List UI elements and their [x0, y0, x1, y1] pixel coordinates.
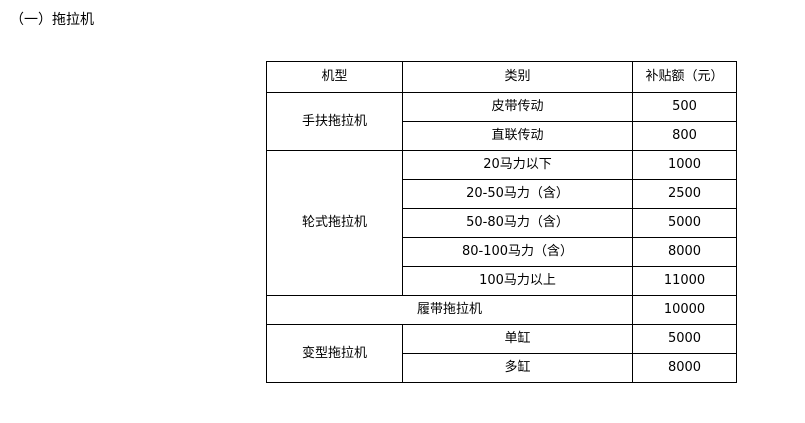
table-body: 手扶拖拉机 皮带传动 500 直联传动 800 轮式拖拉机 20马力以下 100…: [266, 92, 737, 383]
table-header-row: 机型 类别 补贴额（元）: [266, 61, 737, 93]
table-row: 履带拖拉机 10000: [266, 295, 737, 325]
tractor-subsidy-table: 机型 类别 补贴额（元） 手扶拖拉机 皮带传动 500 直联传动 800 轮式拖…: [266, 61, 737, 383]
amount-cell: 10000: [632, 295, 737, 325]
amount-cell: 11000: [632, 266, 737, 296]
amount-cell: 800: [632, 121, 737, 151]
subsidy-table-container: 机型 类别 补贴额（元） 手扶拖拉机 皮带传动 500 直联传动 800 轮式拖…: [266, 61, 737, 383]
category-cell: 80-100马力（含）: [402, 237, 633, 267]
table-row: 轮式拖拉机 20马力以下 1000: [266, 150, 737, 296]
table-row: 变型拖拉机 单缸 5000: [266, 324, 737, 383]
category-cell: 单缸: [402, 324, 633, 354]
model-cell: 轮式拖拉机: [266, 150, 403, 296]
amount-cell: 1000: [632, 150, 737, 180]
amount-cell: 500: [632, 92, 737, 122]
table-row: 手扶拖拉机 皮带传动 500: [266, 92, 737, 151]
category-cell: 100马力以上: [402, 266, 633, 296]
category-cell: 多缸: [402, 353, 633, 383]
table-row: 100马力以上 11000: [267, 266, 737, 296]
model-cell: 变型拖拉机: [266, 324, 403, 383]
amount-cell: 8000: [632, 237, 737, 267]
column-header-amount: 补贴额（元）: [632, 61, 737, 93]
category-cell: 直联传动: [402, 121, 633, 151]
category-cell: 50-80马力（含）: [402, 208, 633, 238]
amount-cell: 5000: [632, 324, 737, 354]
amount-cell: 8000: [632, 353, 737, 383]
model-cell-merged: 履带拖拉机: [266, 295, 633, 325]
amount-cell: 2500: [632, 179, 737, 209]
category-cell: 20-50马力（含）: [402, 179, 633, 209]
category-cell: 20马力以下: [402, 150, 633, 180]
table-row: 多缸 8000: [267, 353, 737, 383]
column-header-category: 类别: [402, 61, 633, 93]
section-heading: （一）拖拉机: [10, 12, 94, 28]
column-header-model: 机型: [266, 61, 403, 93]
table-header: 机型 类别 补贴额（元）: [266, 61, 737, 93]
table-row: 50-80马力（含） 5000: [267, 208, 737, 238]
table-row: 直联传动 800: [267, 121, 737, 151]
amount-cell: 5000: [632, 208, 737, 238]
category-cell: 皮带传动: [402, 92, 633, 122]
model-cell: 手扶拖拉机: [266, 92, 403, 151]
table-row: 80-100马力（含） 8000: [267, 237, 737, 267]
